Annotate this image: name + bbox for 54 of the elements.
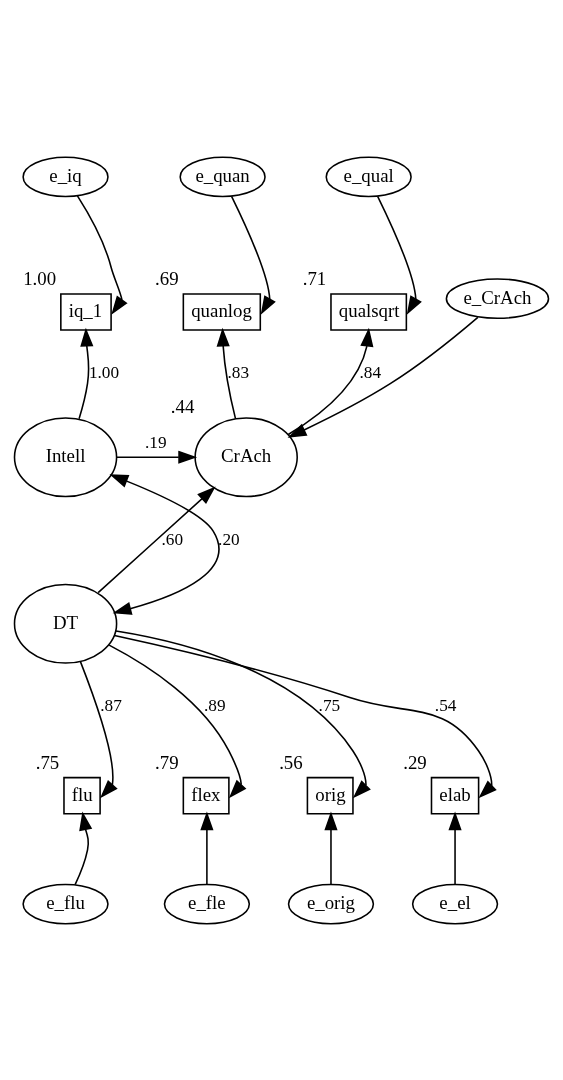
- arrow: [287, 316, 479, 438]
- node-label: .79: [155, 751, 179, 773]
- arrow: [116, 450, 198, 464]
- node-label: .29: [403, 751, 427, 773]
- arrow: [115, 629, 371, 798]
- node-ellipse: e_iq: [22, 156, 109, 197]
- node-ellipse: e_quan: [179, 156, 266, 197]
- edge-label: .75: [318, 695, 341, 715]
- node-label: .75: [35, 751, 60, 773]
- edge-label: .87: [100, 695, 122, 715]
- node-ellipse: CrAch: [194, 416, 298, 497]
- arrow: [97, 485, 216, 593]
- edge-label: .89: [203, 695, 226, 715]
- edge-label: .19: [145, 432, 167, 452]
- arrow: [324, 810, 338, 885]
- arrow: [108, 643, 247, 798]
- edge-label: 1.00: [88, 362, 120, 382]
- node-ellipse: DT: [13, 583, 118, 664]
- arrow: [230, 195, 276, 315]
- edge-label: .60: [161, 529, 184, 549]
- arrow: [448, 810, 462, 885]
- node-ellipse: e_el: [411, 883, 499, 924]
- arrow: [216, 327, 237, 419]
- arrow: [79, 660, 118, 798]
- arrow: [377, 195, 422, 315]
- arrow: [74, 810, 93, 885]
- node-box: orig: [306, 776, 354, 815]
- node-label: .44: [170, 395, 195, 417]
- node-box: flex: [182, 776, 230, 815]
- node-ellipse: Intell: [13, 416, 118, 497]
- arrow: [78, 327, 94, 419]
- arrow: [113, 634, 497, 798]
- node-ellipse: e_fle: [163, 883, 251, 924]
- node-ellipse: e_qual: [325, 156, 412, 197]
- node-box: quanlog: [182, 292, 262, 331]
- node-ellipse: e_CrAch: [445, 277, 550, 319]
- edge-label: .84: [359, 362, 382, 382]
- arrow: [200, 810, 214, 885]
- node-label: .71: [302, 267, 327, 289]
- node-ellipse: e_flu: [22, 883, 109, 924]
- arrow: [76, 194, 128, 315]
- node-box: elab: [430, 776, 480, 815]
- edge-label: .83: [227, 362, 250, 382]
- node-label: .69: [155, 267, 179, 289]
- node-box: flu: [63, 776, 101, 815]
- node-box: iq_1: [60, 292, 112, 331]
- edge-label: .20: [218, 529, 240, 549]
- node-ellipse: e_orig: [287, 883, 375, 924]
- arrow: [109, 473, 220, 615]
- node-box: qualsqrt: [330, 292, 408, 331]
- node-label: 1.00: [23, 267, 57, 289]
- edge-label: .54: [434, 695, 457, 715]
- arrow: [287, 327, 374, 435]
- node-label: .56: [279, 751, 303, 773]
